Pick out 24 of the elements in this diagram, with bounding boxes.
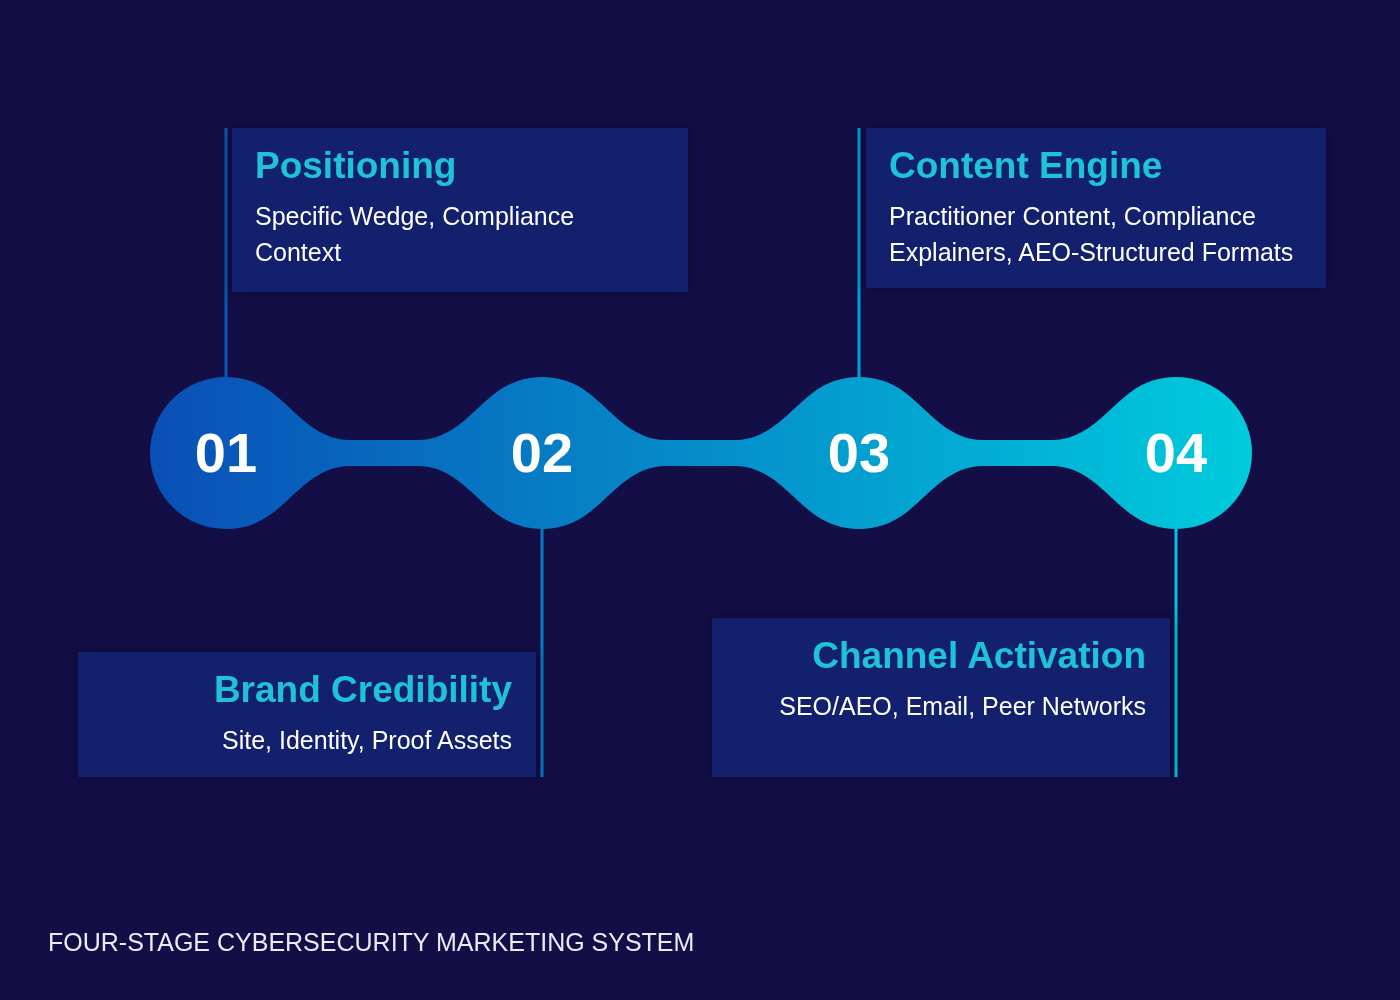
- stage-card: [866, 128, 1326, 288]
- stage-description: SEO/AEO, Email, Peer Networks: [779, 691, 1146, 722]
- step-number: 04: [1144, 425, 1208, 481]
- leader-line: [857, 128, 861, 377]
- diagram-title: FOUR-STAGE CYBERSECURITY MARKETING SYSTEM: [48, 927, 695, 958]
- stage-description: Site, Identity, Proof Assets: [222, 725, 512, 756]
- stage-heading: Channel Activation: [812, 634, 1146, 678]
- stage-card: [232, 128, 688, 292]
- connector-band: [983, 440, 1052, 466]
- stage-heading: Brand Credibility: [213, 668, 512, 712]
- leader-line: [224, 128, 228, 377]
- leader-line: [540, 529, 544, 777]
- stage-heading: Content Engine: [889, 144, 1163, 188]
- connector-band: [350, 440, 418, 466]
- leader-line: [1174, 529, 1178, 777]
- step-number: 02: [510, 425, 574, 481]
- stage-card: [712, 618, 1170, 777]
- stage-card: [78, 652, 536, 777]
- stage-heading: Positioning: [255, 144, 457, 188]
- stage-description: Practitioner Content, Compliance Explainers, AEO-Structured Formats: [889, 201, 1295, 268]
- stage-description: Specific Wedge, Compliance Context: [255, 201, 576, 268]
- step-number: 01: [194, 425, 258, 481]
- step-number: 03: [827, 425, 891, 481]
- connector-band: [666, 440, 735, 466]
